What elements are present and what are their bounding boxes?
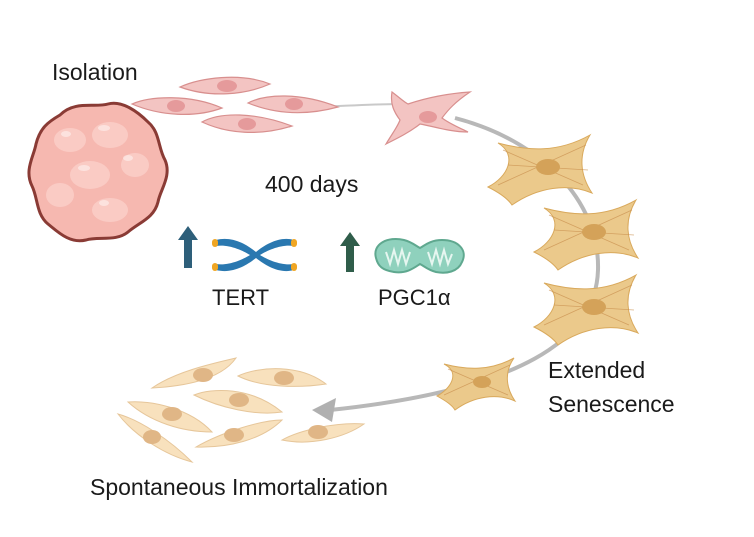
immortal-cell	[126, 401, 214, 433]
pgc1a-marker	[340, 232, 465, 274]
up-arrow-icon	[340, 232, 360, 272]
early-cell	[200, 114, 294, 133]
immortal-cell	[280, 423, 366, 443]
immortal-cell	[150, 357, 238, 389]
immortal-cell	[194, 419, 284, 448]
early-cell	[246, 95, 340, 114]
senescent-cell	[486, 133, 594, 206]
arrow-head-icon	[312, 398, 336, 422]
early-cell	[178, 76, 272, 95]
spontaneous-immortalization-label: Spontaneous Immortalization	[90, 474, 388, 500]
tissue-icon	[27, 101, 169, 243]
tert-marker	[178, 226, 297, 272]
mitochondrion-icon	[374, 238, 465, 274]
extended-senescence-label-line1: Extended	[548, 357, 646, 383]
early-cell	[384, 90, 473, 146]
immortal-cell	[192, 389, 284, 414]
duration-label: 400 days	[265, 171, 359, 197]
immortal-cell	[116, 413, 194, 463]
senescent-cell	[435, 357, 517, 411]
isolation-label: Isolation	[52, 59, 138, 85]
tert-label: TERT	[212, 285, 270, 310]
extended-senescence-label-line2: Senescence	[548, 391, 675, 417]
immortal-cells	[116, 357, 366, 463]
up-arrow-icon	[178, 226, 198, 268]
pgc1a-label: PGC1α	[378, 285, 451, 310]
chromosome-icon	[212, 238, 297, 272]
early-cells	[130, 76, 473, 146]
senescent-cell	[532, 273, 640, 346]
immortal-cell	[236, 368, 328, 387]
senescent-cell	[532, 198, 640, 271]
senescent-cells	[435, 133, 640, 411]
early-cell	[130, 97, 224, 115]
